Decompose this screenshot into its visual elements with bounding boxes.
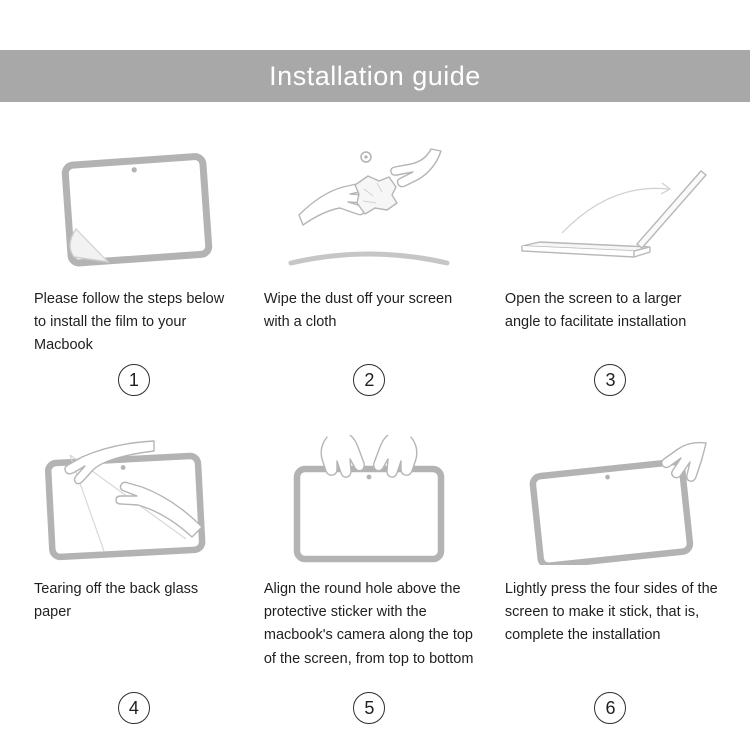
step-1-art-svg <box>61 153 213 267</box>
step-caption: Please follow the steps below to install… <box>34 291 225 354</box>
step-1-cell: Please follow the steps below to install… <box>22 146 246 396</box>
step-2-art-svg <box>288 148 450 266</box>
step-caption: Wipe the dust off your screen with a clo… <box>263 291 453 331</box>
step-number: 4 <box>128 697 139 718</box>
hands-tearing-back-paper-illustration <box>22 436 246 564</box>
step-number-badge: 6 <box>594 692 627 724</box>
step-5-cell: Align the round hole above the protectiv… <box>252 435 487 724</box>
step-caption: Tearing off the back glass paper <box>34 581 199 621</box>
page-title: Installation guide <box>269 60 481 91</box>
hands-aligning-film-top-illustration <box>252 435 487 564</box>
step-caption: Align the round hole above the protectiv… <box>263 581 474 667</box>
step-4-art-svg <box>44 440 206 561</box>
step-6-art-svg <box>530 441 708 565</box>
step-number-badge: 1 <box>117 364 150 396</box>
step-number-badge: 3 <box>594 364 627 396</box>
step-3-art-svg <box>521 170 708 258</box>
step-6-cell: Lightly press the four sides of the scre… <box>493 436 728 724</box>
step-4-cell: Tearing off the back glass paper 4 <box>22 436 246 724</box>
laptop-open-wide-angle-illustration <box>493 146 728 274</box>
step-3-cell: Open the screen to a larger angle to fac… <box>493 146 728 396</box>
hands-wiping-cloth-illustration <box>252 146 487 274</box>
step-2-cell: Wipe the dust off your screen with a clo… <box>252 146 487 396</box>
step-number-badge: 4 <box>117 692 150 724</box>
step-number: 6 <box>605 697 616 718</box>
step-number: 5 <box>364 697 375 718</box>
step-number: 1 <box>128 369 139 390</box>
step-caption: Open the screen to a larger angle to fac… <box>504 291 687 331</box>
step-number-badge: 2 <box>353 364 386 396</box>
macbook-screen-film-peel-illustration <box>22 146 246 274</box>
step-number: 2 <box>364 369 375 390</box>
hand-pressing-screen-edges-illustration <box>493 436 728 565</box>
steps-grid: Please follow the steps below to install… <box>0 146 750 724</box>
step-caption: Lightly press the four sides of the scre… <box>504 581 718 644</box>
step-number-badge: 5 <box>353 692 386 724</box>
step-5-art-svg <box>294 435 445 563</box>
header-bar: Installation guide <box>0 50 750 102</box>
step-number: 3 <box>605 369 616 390</box>
